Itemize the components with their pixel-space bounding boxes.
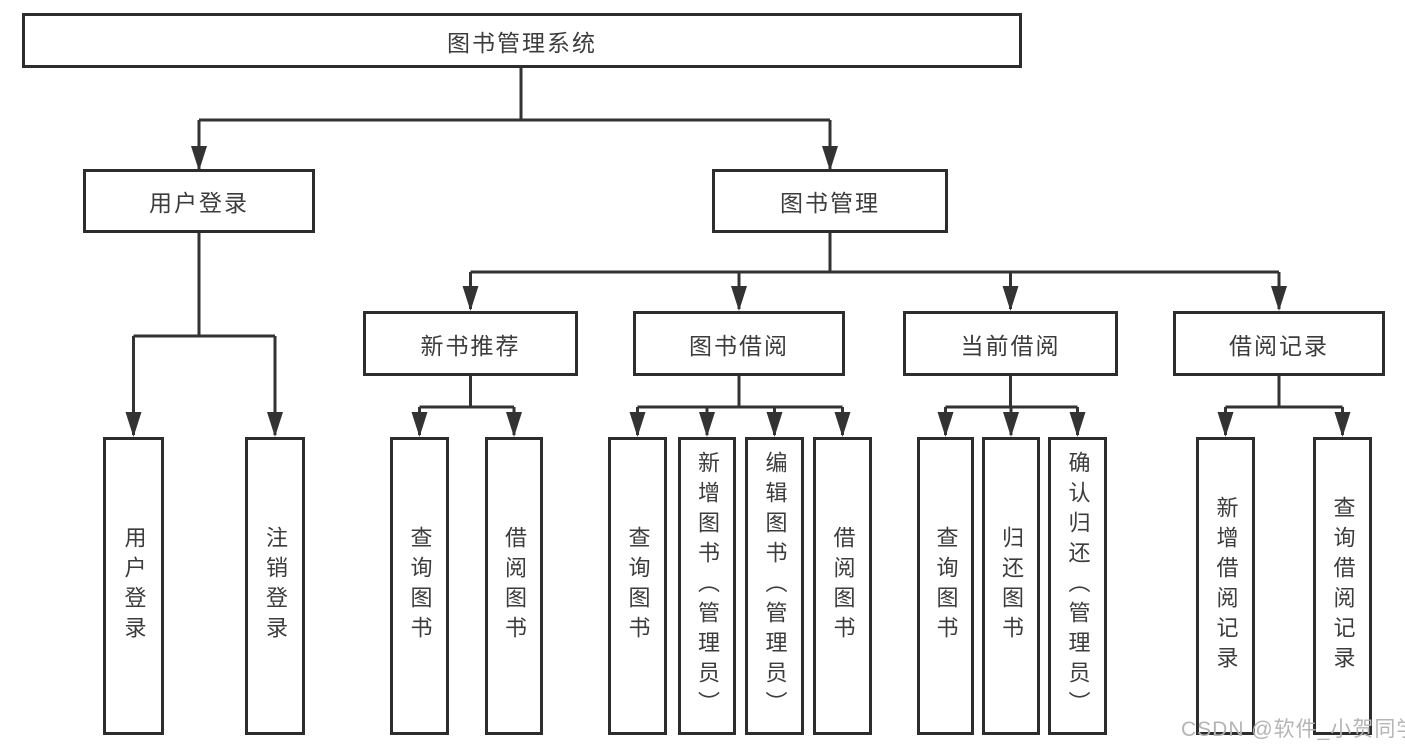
connectors-root — [191, 67, 838, 171]
node-label: 借阅图书 — [502, 526, 527, 646]
connectors-book-management — [462, 233, 1287, 311]
leaf-add-borrow-record: 新增借阅记录 — [1196, 437, 1255, 735]
node-label: 图书管理系统 — [447, 29, 597, 56]
node-label: 用户登录 — [149, 190, 249, 216]
leaf-query-books-recommend: 查询图书 — [390, 437, 449, 735]
node-label: 图书管理 — [780, 190, 880, 216]
node-label: 编辑图书（管理员） — [762, 451, 788, 721]
node-label: 查询借阅记录 — [1330, 496, 1356, 676]
node-book-management: 图书管理 — [712, 169, 948, 233]
connectors-new-book-recommend — [411, 376, 522, 437]
node-label: 注销登录 — [263, 526, 288, 646]
leaf-user-login: 用户登录 — [103, 437, 164, 735]
leaf-confirm-return-admin: 确认归还（管理员） — [1048, 437, 1107, 735]
node-label: 用户登录 — [121, 526, 147, 646]
leaf-query-books-borrow: 查询图书 — [608, 437, 667, 735]
connectors-book-borrow — [629, 376, 851, 437]
node-label: 当前借阅 — [960, 332, 1061, 359]
connectors-borrow-records — [1217, 376, 1351, 437]
node-book-borrow: 图书借阅 — [633, 311, 845, 376]
leaf-borrow-books-recommend: 借阅图书 — [485, 437, 543, 735]
node-new-book-recommend: 新书推荐 — [363, 311, 578, 376]
connectors-user-login — [125, 233, 283, 437]
leaf-add-books-admin: 新增图书（管理员） — [678, 437, 736, 735]
leaf-query-books-current: 查询图书 — [917, 437, 974, 735]
connectors-current-borrow — [937, 376, 1086, 437]
leaf-borrow-books: 借阅图书 — [813, 437, 872, 735]
node-library-management-system: 图书管理系统 — [22, 13, 1022, 68]
node-label: 确认归还（管理员） — [1065, 451, 1091, 721]
leaf-logout: 注销登录 — [245, 437, 305, 735]
node-label: 新增借阅记录 — [1213, 496, 1239, 676]
node-label: 图书借阅 — [689, 332, 789, 359]
node-current-borrow: 当前借阅 — [903, 311, 1118, 376]
node-user-login: 用户登录 — [83, 169, 315, 233]
node-label: 查询图书 — [933, 526, 959, 646]
leaf-query-borrow-record: 查询借阅记录 — [1313, 437, 1372, 735]
leaf-edit-books-admin: 编辑图书（管理员） — [745, 437, 804, 735]
node-label: 查询图书 — [625, 526, 651, 646]
leaf-return-books: 归还图书 — [982, 437, 1040, 735]
node-borrow-records: 借阅记录 — [1173, 311, 1385, 376]
node-label: 查询图书 — [407, 526, 433, 646]
node-label: 新书推荐 — [420, 332, 521, 359]
node-label: 借阅记录 — [1229, 332, 1329, 359]
node-label: 借阅图书 — [830, 526, 856, 646]
node-label: 归还图书 — [999, 526, 1024, 646]
csdn-watermark: CSDN @软件_小贺同学 — [1181, 718, 1405, 741]
node-label: 新增图书（管理员） — [695, 451, 720, 721]
